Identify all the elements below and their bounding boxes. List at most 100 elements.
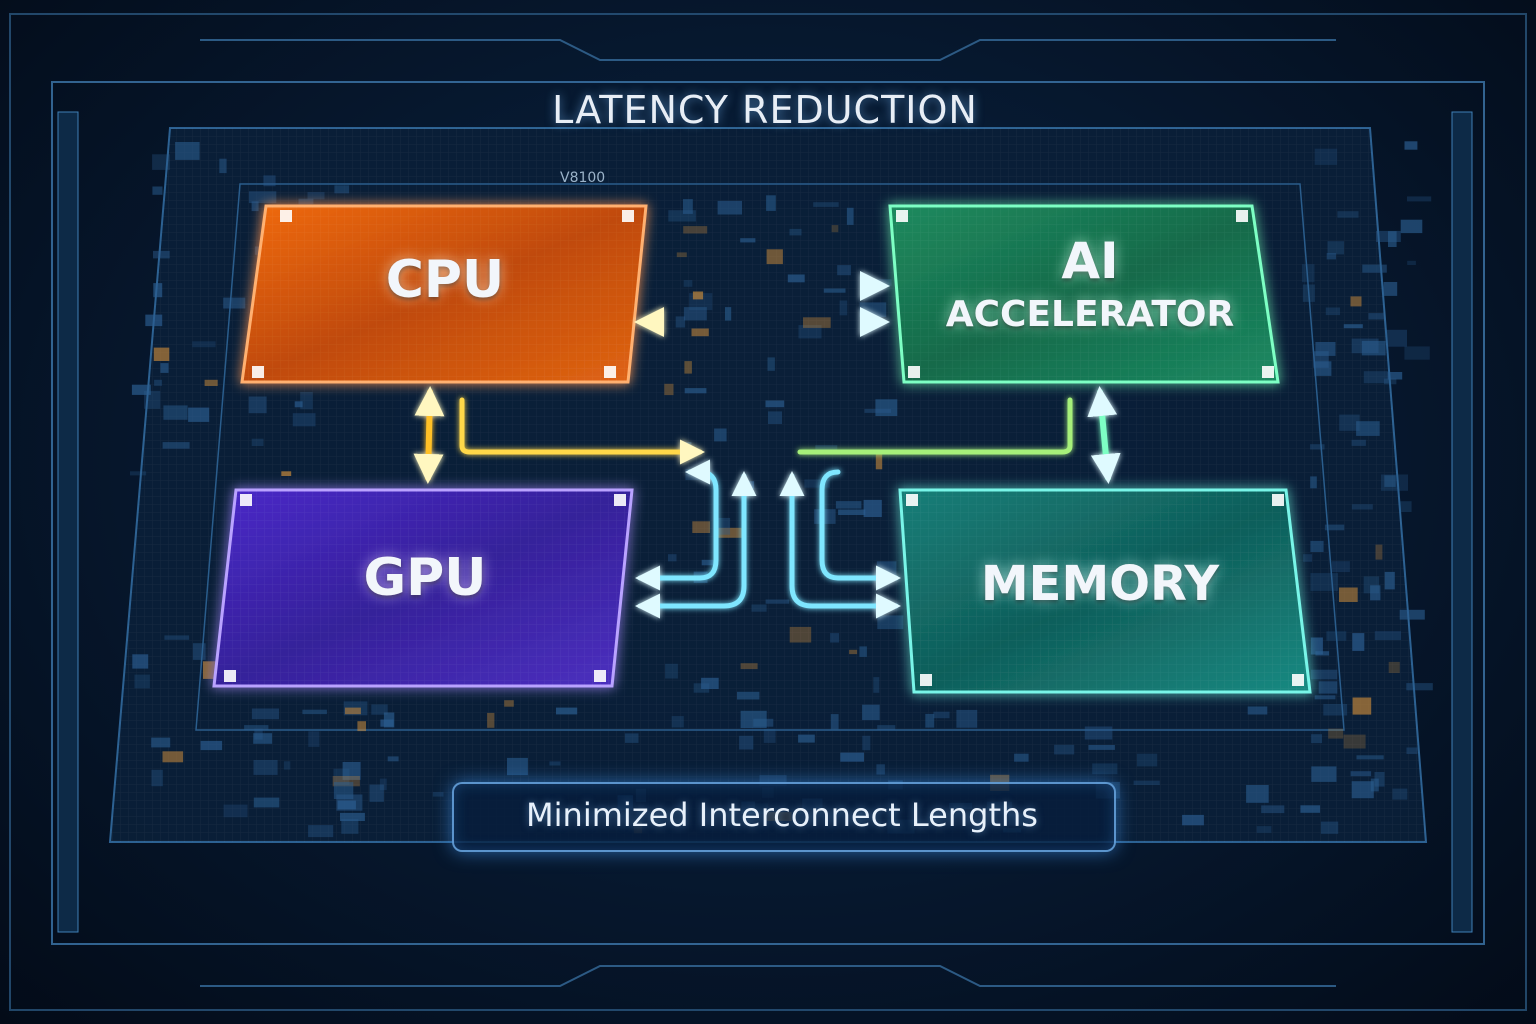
circuit-chip	[1351, 504, 1373, 510]
circuit-chip	[175, 142, 200, 160]
circuit-chip	[1133, 780, 1160, 785]
circuit-chip	[1314, 361, 1332, 376]
circuit-chip	[344, 707, 361, 715]
accelerator-label: ACCELERATOR	[945, 294, 1235, 335]
circuit-chip	[862, 735, 871, 751]
circuit-chip	[693, 683, 710, 693]
circuit-chip	[1303, 554, 1313, 562]
circuit-chip	[692, 521, 711, 533]
circuit-chip	[740, 663, 758, 670]
circuit-chip	[163, 405, 188, 420]
circuit-chip	[737, 691, 760, 700]
circuit-chip	[332, 776, 360, 787]
circuit-chip	[759, 775, 787, 787]
circuit-chip	[507, 757, 528, 776]
circuit-chip	[1310, 540, 1324, 552]
ai-memory-link	[1087, 386, 1121, 484]
circuit-chip	[877, 615, 904, 630]
circuit-chip	[875, 453, 883, 470]
circuit-chip	[1374, 631, 1401, 641]
circuit-chip	[153, 250, 170, 259]
circuit-chip	[1404, 141, 1418, 150]
circuit-chip	[152, 186, 163, 195]
circuit-chip	[1363, 576, 1380, 594]
circuit-chip	[1014, 753, 1029, 762]
cpu-label: CPU	[385, 250, 505, 310]
circuit-chip	[145, 314, 163, 327]
circuit-chip	[717, 517, 731, 535]
circuit-chip	[831, 225, 839, 233]
circuit-chip	[668, 210, 696, 222]
circuit-chip	[337, 800, 356, 810]
circuit-chip	[283, 761, 291, 770]
circuit-chip	[1318, 681, 1338, 694]
gpu-center-link-lower	[635, 471, 757, 619]
circuit-chip	[307, 192, 325, 200]
circuit-chip	[1350, 296, 1362, 307]
circuit-chip	[1310, 444, 1325, 450]
circuit-chip	[1387, 372, 1403, 380]
circuit-chip	[684, 388, 707, 394]
memory-block	[898, 488, 1312, 694]
circuit-chip	[1350, 771, 1372, 777]
circuit-chip	[251, 708, 279, 720]
circuit-chip	[765, 400, 785, 408]
circuit-chip	[1376, 230, 1401, 242]
circuit-chip	[877, 725, 896, 731]
circuit-chip	[664, 383, 674, 396]
circuit-chip	[789, 626, 812, 643]
circuit-chip	[1310, 476, 1317, 489]
circuit-chip	[823, 288, 846, 293]
circuit-chip	[333, 782, 354, 799]
circuit-chip	[1407, 196, 1432, 202]
circuit-chip	[1381, 474, 1408, 491]
circuit-chip	[1343, 734, 1366, 749]
circuit-chip	[840, 752, 864, 762]
gpu-block	[212, 488, 634, 688]
circuit-chip	[1383, 282, 1398, 296]
circuit-chip	[308, 825, 334, 838]
circuit-chip	[665, 663, 678, 679]
circuit-chip	[1352, 633, 1365, 651]
circuit-chip	[340, 812, 365, 821]
circuit-chip	[1182, 814, 1204, 826]
circuit-chip	[144, 390, 161, 409]
circuit-chip	[204, 379, 218, 386]
ai-accelerator-block	[888, 204, 1280, 384]
circuit-chip	[151, 769, 163, 787]
circuit-chip	[1327, 241, 1344, 255]
circuit-chip	[714, 428, 727, 442]
circuit-chip	[263, 175, 276, 187]
circuit-chip	[1351, 439, 1366, 446]
circuit-chip	[1386, 329, 1407, 347]
circuit-chip	[765, 599, 790, 604]
circuit-chip	[251, 201, 259, 212]
circuit-chip	[1261, 805, 1285, 814]
circuit-chip	[188, 407, 210, 422]
circuit-chip	[1392, 788, 1408, 800]
block-corner-markers	[224, 210, 1304, 686]
circuit-chip	[152, 154, 170, 170]
circuit-chip	[248, 396, 267, 414]
circuit-chip	[1356, 421, 1380, 436]
circuit-chip	[763, 728, 776, 743]
circuit-chip	[1310, 669, 1338, 680]
circuit-chip	[839, 300, 848, 316]
circuit-chip	[1324, 524, 1345, 531]
circuit-chip	[671, 716, 684, 728]
circuit-chip	[248, 191, 277, 204]
circuit-chip	[151, 737, 171, 748]
circuit-chip	[253, 760, 278, 775]
circuit-chip	[1320, 821, 1339, 834]
ai-to-center-link	[797, 397, 1073, 455]
circuit-chip	[1326, 631, 1347, 641]
circuit-chip	[956, 709, 978, 728]
circuit-chip	[504, 700, 514, 707]
circuit-chip	[162, 442, 190, 449]
circuit-chip	[371, 704, 388, 715]
cpu-gpu-link	[413, 386, 445, 484]
circuit-chip	[254, 728, 263, 740]
circuit-chip	[683, 226, 708, 234]
circuit-chip	[1323, 704, 1348, 716]
